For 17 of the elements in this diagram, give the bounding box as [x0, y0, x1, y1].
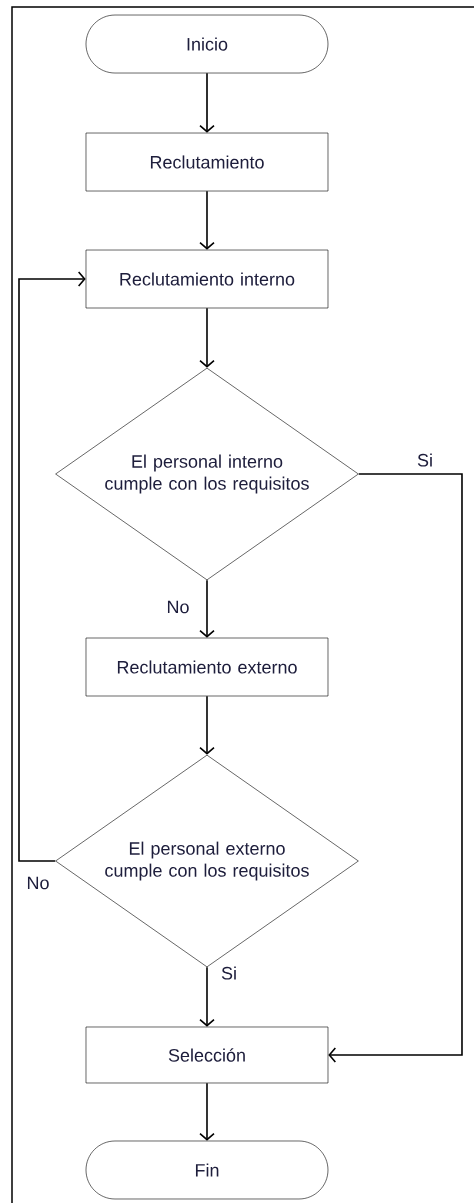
edge-label: No [165, 599, 191, 615]
arrow [199, 695, 215, 755]
edge-label: Si [220, 965, 238, 981]
process-box: Reclutamiento interno [85, 249, 329, 309]
arrow [199, 72, 215, 133]
arrow [18, 271, 86, 862]
process-box: Reclutamiento [85, 132, 329, 192]
arrow [199, 307, 215, 368]
edge-label: No [25, 875, 51, 891]
arrow [199, 579, 215, 638]
arrow [199, 966, 215, 1027]
edge-label: Si [416, 452, 434, 468]
arrow [328, 473, 463, 1063]
arrow [199, 1082, 215, 1141]
process-box: Selección [85, 1026, 329, 1084]
arrow [199, 190, 215, 250]
process-box: Reclutamiento externo [85, 637, 329, 697]
